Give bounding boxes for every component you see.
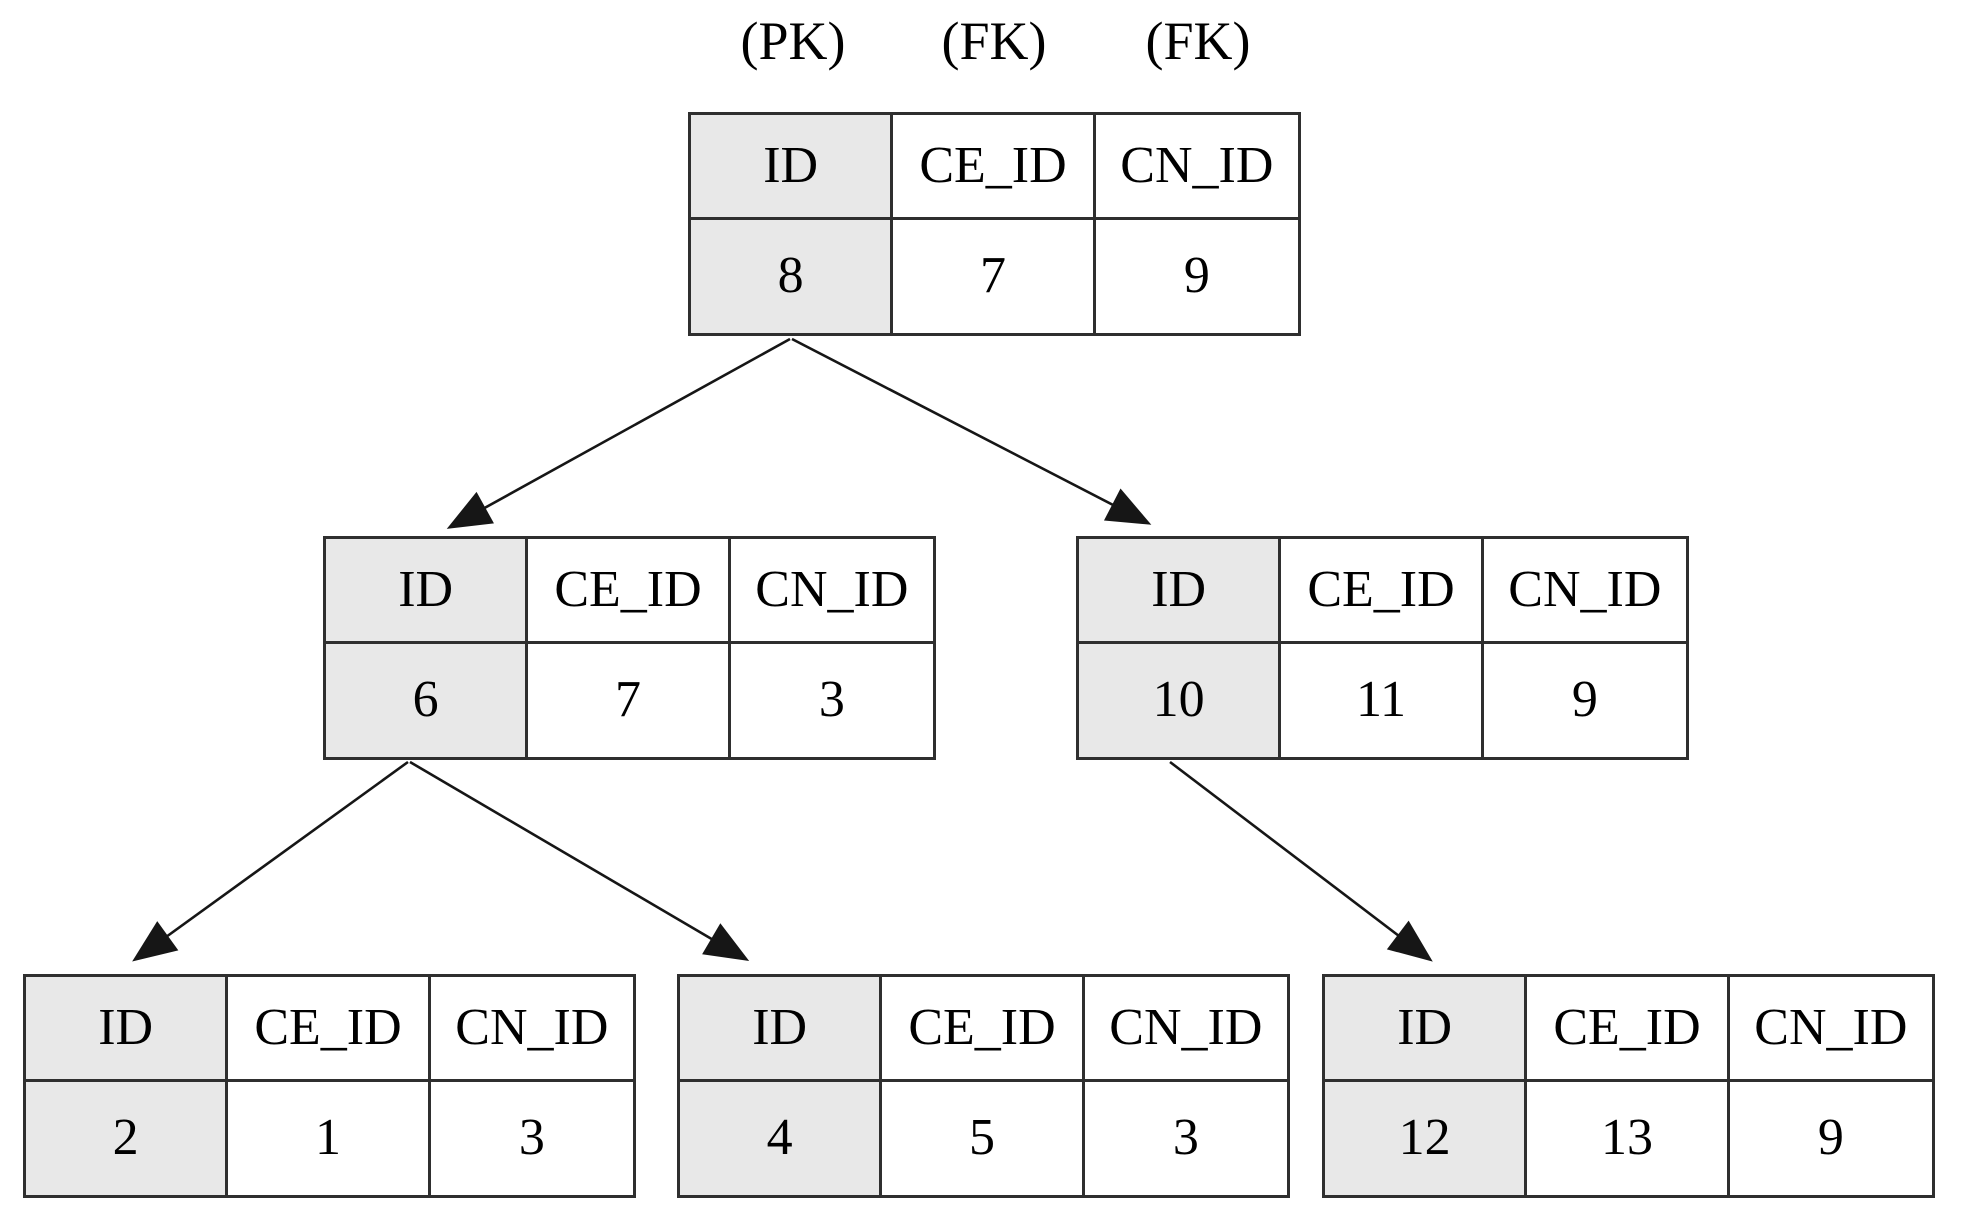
edge-child-left-to-leaf-left bbox=[132, 760, 409, 962]
column-header-id: ID bbox=[691, 115, 894, 220]
cell-ce-id-value: 5 bbox=[882, 1081, 1085, 1195]
cell-ce-id-value: 13 bbox=[1527, 1081, 1730, 1195]
column-header-ce-id: CE_ID bbox=[528, 539, 731, 644]
cell-ce-id-value: 11 bbox=[1281, 643, 1484, 757]
cell-cn-id-value: 9 bbox=[1571, 671, 1598, 729]
record-table-leaf-middle: ID CE_ID CN_ID 4 5 3 bbox=[677, 974, 1290, 1198]
cell-id-value: 8 bbox=[691, 219, 894, 333]
cell-id-value: 4 bbox=[680, 1081, 883, 1195]
record-table-child-right: ID CE_ID CN_ID 10 11 9 bbox=[1076, 536, 1689, 760]
column-header-ce-id: CE_ID bbox=[893, 115, 1096, 220]
column-header-ce-id: CE_ID bbox=[228, 977, 431, 1082]
column-header-cn-id: CN_ID bbox=[1729, 977, 1932, 1082]
edge-child-right-to-leaf-right bbox=[1169, 760, 1433, 962]
edge-child-left-to-leaf-middle bbox=[409, 760, 750, 962]
column-header-id: ID bbox=[1079, 539, 1282, 644]
cell-id-value: 2 bbox=[26, 1081, 229, 1195]
column-header-id: ID bbox=[1325, 977, 1528, 1082]
column-header-cn-id: CN_ID bbox=[430, 977, 633, 1082]
record-table-child-left: ID CE_ID CN_ID 6 7 3 bbox=[323, 536, 936, 760]
column-header-cn-id: CN_ID bbox=[1084, 977, 1287, 1082]
cell-cn-id-value: 3 bbox=[1172, 1109, 1199, 1167]
cell-cn-id-value: 3 bbox=[518, 1109, 545, 1167]
edge-root-to-child-right bbox=[791, 337, 1152, 525]
cell-ce-id-value: 7 bbox=[528, 643, 731, 757]
cell-id-value: 6 bbox=[326, 643, 529, 757]
fk-annotation-cn-id: (FK) bbox=[1145, 11, 1251, 71]
column-header-cn-id: CN_ID bbox=[730, 539, 933, 644]
pk-annotation: (PK) bbox=[740, 11, 846, 71]
cell-ce-id-value: 7 bbox=[893, 219, 1096, 333]
column-header-ce-id: CE_ID bbox=[1281, 539, 1484, 644]
column-header-id: ID bbox=[326, 539, 529, 644]
column-header-cn-id: CN_ID bbox=[1095, 115, 1298, 220]
column-header-cn-id: CN_ID bbox=[1483, 539, 1686, 644]
column-header-id: ID bbox=[680, 977, 883, 1082]
cell-cn-id-value: 3 bbox=[818, 671, 845, 729]
edge-root-to-child-left bbox=[446, 337, 791, 529]
cell-cn-id-value: 9 bbox=[1183, 247, 1210, 305]
cell-id-value: 10 bbox=[1079, 643, 1282, 757]
cell-cn-id-value: 9 bbox=[1817, 1109, 1844, 1167]
column-header-ce-id: CE_ID bbox=[882, 977, 1085, 1082]
column-header-id: ID bbox=[26, 977, 229, 1082]
record-table-leaf-left: ID CE_ID CN_ID 2 1 3 bbox=[23, 974, 636, 1198]
column-header-ce-id: CE_ID bbox=[1527, 977, 1730, 1082]
cell-id-value: 12 bbox=[1325, 1081, 1528, 1195]
record-table-leaf-right: ID CE_ID CN_ID 12 13 9 bbox=[1322, 974, 1935, 1198]
record-table-root: ID CE_ID CN_ID 8 7 9 bbox=[688, 112, 1301, 336]
cell-ce-id-value: 1 bbox=[228, 1081, 431, 1195]
fk-annotation-ce-id: (FK) bbox=[941, 11, 1047, 71]
